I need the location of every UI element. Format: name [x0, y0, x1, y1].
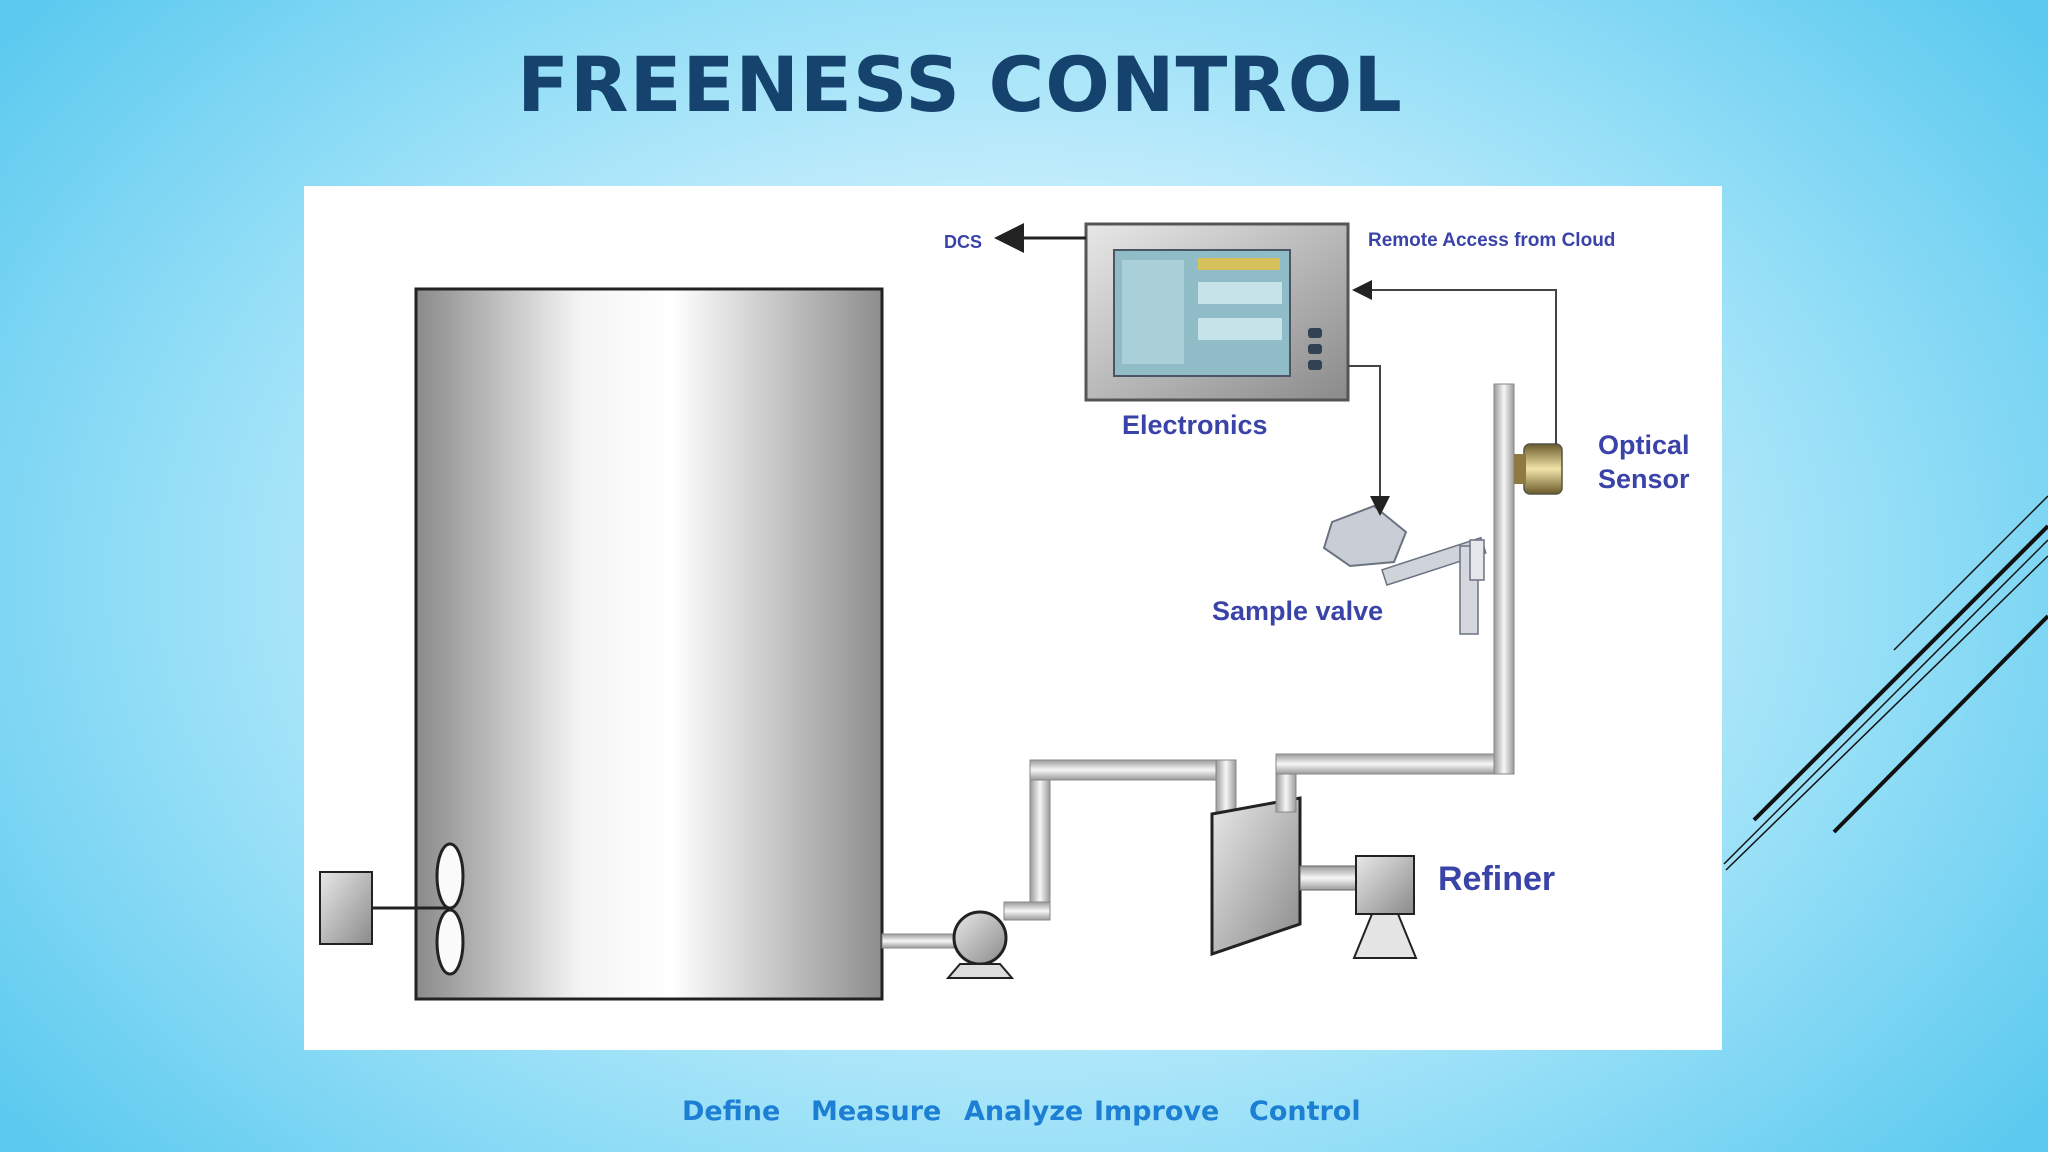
- agitator-blade-top: [435, 842, 465, 910]
- sample-valve-label: Sample valve: [1212, 596, 1383, 626]
- vertical-sample-pipe: [1493, 383, 1515, 775]
- screen-pane-left: [1122, 260, 1184, 364]
- return-pipe: [1275, 753, 1495, 775]
- pump-base: [945, 963, 1015, 979]
- electronics-label: Electronics: [1122, 410, 1268, 440]
- freeness-control-diagram: DCS Remote Access from Cloud Electronics…: [304, 186, 1722, 1050]
- panel-button-2: [1308, 344, 1322, 354]
- process-diagram-svg: DCS Remote Access from Cloud Electronics…: [319, 222, 1690, 1001]
- dcs-label: DCS: [944, 232, 982, 252]
- panel-button-3: [1308, 360, 1322, 370]
- top-feed-pipe: [1029, 759, 1237, 781]
- deco-line-4: [1725, 555, 2048, 871]
- dmaic-navigation: Define Measure Analyze Improve Control: [0, 1096, 2048, 1136]
- nav-link-define[interactable]: Define: [682, 1096, 781, 1127]
- cloud-to-electronics-line: [1352, 280, 1557, 444]
- optical-sensor-mount: [1514, 454, 1526, 484]
- optical-sensor-label-line1: Optical: [1598, 430, 1690, 460]
- nav-link-improve[interactable]: Improve: [1094, 1096, 1220, 1127]
- remote-access-label: Remote Access from Cloud: [1368, 230, 1615, 251]
- tank-outlet-pipe: [881, 933, 955, 949]
- sample-valve: [1322, 504, 1487, 635]
- nav-link-control[interactable]: Control: [1249, 1096, 1361, 1127]
- pump-connector-pipe: [1003, 901, 1051, 921]
- deco-line-2: [1752, 524, 2048, 822]
- nav-link-analyze[interactable]: Analyze: [964, 1096, 1084, 1127]
- refiner-cone: [1210, 796, 1302, 957]
- screen-header-bar: [1198, 258, 1280, 270]
- panel-button-1: [1308, 328, 1322, 338]
- deco-line-1: [1893, 495, 2048, 651]
- electronics-to-valve-line: [1348, 365, 1390, 516]
- optical-sensor: [1523, 443, 1563, 495]
- refiner-stand: [1352, 913, 1418, 959]
- agitator-motor: [319, 871, 373, 945]
- screen-field-2: [1198, 318, 1282, 340]
- refiner-motor: [1355, 855, 1415, 915]
- pump-riser-pipe: [1029, 767, 1051, 919]
- nav-link-measure[interactable]: Measure: [811, 1096, 942, 1127]
- slide-title: FREENESS CONTROL: [517, 40, 1403, 129]
- deco-line-3: [1723, 539, 2048, 865]
- deco-line-5: [1832, 614, 2048, 834]
- refiner-label: Refiner: [1438, 860, 1555, 898]
- refiner-shaft: [1299, 865, 1357, 891]
- agitator-blade-bottom: [435, 908, 465, 976]
- pump-icon: [952, 910, 1008, 966]
- screen-field-1: [1198, 282, 1282, 304]
- storage-tank: [414, 287, 884, 1001]
- refiner-inlet-pipe: [1215, 759, 1237, 815]
- optical-sensor-label-line2: Sensor: [1598, 464, 1690, 494]
